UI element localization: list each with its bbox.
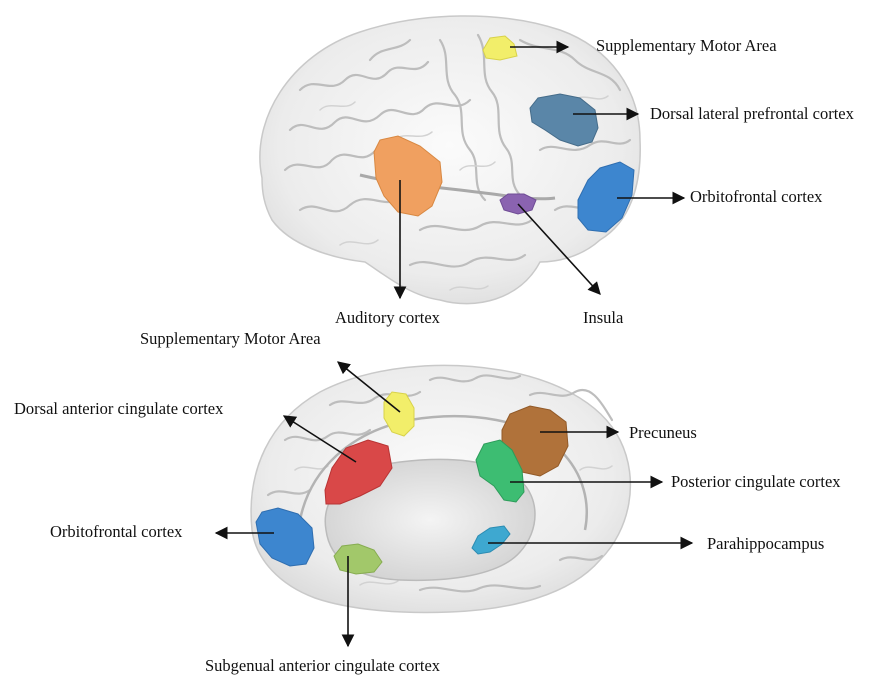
label-medial-orbitofrontal: Orbitofrontal cortex [50,522,183,541]
label-lateral-sma: Supplementary Motor Area [596,36,777,55]
label-lateral-insula: Insula [583,308,624,327]
label-medial-precuneus: Precuneus [629,423,697,442]
label-medial-sma: Supplementary Motor Area [140,329,321,348]
label-lateral-dlpfc: Dorsal lateral prefrontal cortex [650,104,855,123]
medial-brain-view [251,365,630,612]
label-medial-sgacc: Subgenual anterior cingulate cortex [205,656,441,675]
lateral-brain-view [260,16,640,304]
label-medial-posterior-cingulate: Posterior cingulate cortex [671,472,841,491]
label-lateral-orbitofrontal: Orbitofrontal cortex [690,187,823,206]
lateral-brain-outline [260,16,640,304]
label-medial-parahippocampus: Parahippocampus [707,534,824,553]
label-lateral-auditory: Auditory cortex [335,308,441,327]
label-medial-dacc: Dorsal anterior cingulate cortex [14,399,224,418]
